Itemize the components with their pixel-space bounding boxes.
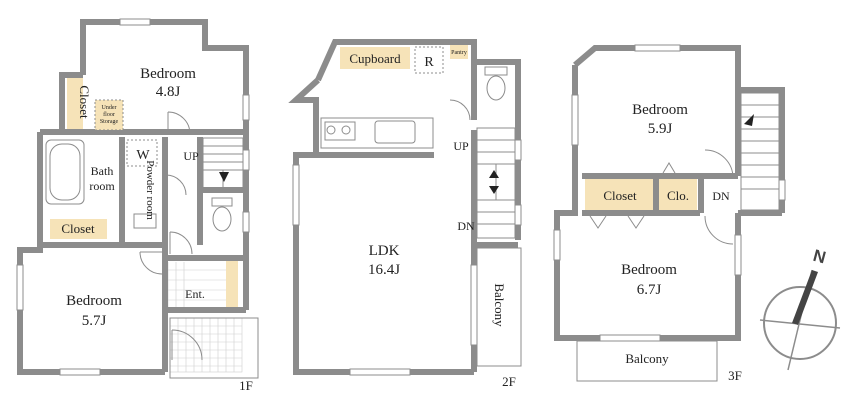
powder-room-label: Powder room: [144, 160, 156, 220]
ent-tiles-upper: [165, 262, 226, 310]
stair-arrow-icon: [219, 172, 229, 182]
sink-icon: [133, 213, 157, 229]
under-floor-line1: Under: [102, 105, 117, 111]
balcony-2f-label: Balcony: [492, 283, 507, 327]
dn-label-2f: DN: [457, 219, 475, 233]
door-2f-wc: [449, 99, 471, 121]
closet-3f-label: Closet: [603, 188, 637, 203]
stair-up-arrow-icon: [489, 170, 499, 178]
closet-1f-left-label: Closet: [77, 85, 92, 119]
bedroom-1f-top-size: 4.8J: [156, 84, 181, 100]
toilet-icon: [211, 197, 233, 232]
closet-left-fill: [67, 75, 83, 130]
bedroom-1f-bottom-name: Bedroom: [66, 293, 122, 309]
windows-2f: [292, 139, 522, 376]
walls-2f: [288, 39, 521, 375]
fridge-icon: [414, 46, 444, 74]
bedroom-3f-bottom-size: 6.7J: [637, 282, 662, 298]
stair-down-arrow-icon: [489, 186, 499, 194]
closet-3f-fill: [585, 179, 655, 211]
balcony-3f: [576, 340, 718, 382]
compass-circle: [763, 286, 837, 360]
balcony-3f-label: Balcony: [625, 351, 669, 366]
bedroom-3f-bottom-name: Bedroom: [621, 262, 677, 278]
walls-3f: [554, 45, 785, 341]
bedroom-1f-top-name: Bedroom: [140, 66, 196, 82]
bath-label-line2: room: [89, 179, 115, 193]
clo-3f-fill: [659, 179, 697, 211]
floor-label-3f: 3F: [728, 368, 742, 383]
bedroom-3f-top-name: Bedroom: [632, 102, 688, 118]
cupboard-label: Cupboard: [349, 51, 401, 66]
floor-3f: Bedroom 5.9J Closet Clo. DN Bedroom 6.7J…: [553, 44, 786, 383]
pantry-label: Pantry: [451, 50, 467, 56]
fridge-label: R: [424, 55, 434, 70]
stair-3f-arrow-icon: [744, 114, 754, 126]
bedroom-1f-bottom-size: 5.7J: [82, 313, 107, 329]
entrance-storage-fill: [226, 260, 238, 310]
ldk-name: LDK: [369, 243, 400, 259]
bedroom-3f-top-size: 5.9J: [648, 121, 673, 137]
entrance-tiles: [169, 317, 243, 373]
doors-3f: [589, 149, 734, 245]
compass: N: [759, 246, 841, 371]
pantry-fill: [450, 45, 468, 59]
floor-label-2f: 2F: [502, 374, 516, 389]
stairs-3f: [740, 92, 780, 211]
under-floor-line3: Storage: [100, 119, 119, 125]
up-label-1f: UP: [183, 149, 199, 163]
toilet-2f-icon: [484, 66, 508, 101]
bathtub-icon: [45, 139, 85, 205]
ldk-size: 16.4J: [368, 262, 400, 278]
compass-cross: [759, 319, 841, 329]
closet-bottom-fill: [50, 219, 107, 239]
up-label-2f: UP: [453, 139, 469, 153]
kitchen-counter: [320, 117, 434, 149]
clo-3f-label: Clo.: [667, 188, 689, 203]
stairs-2f: [476, 127, 516, 239]
stairs-1f: [202, 137, 244, 189]
porch: [169, 317, 259, 379]
balcony-2f: [476, 247, 522, 367]
washer-label: W: [136, 148, 150, 163]
entrance-label: Ent.: [185, 287, 205, 301]
doors-1f: [107, 111, 203, 361]
under-floor-line2: floor: [103, 111, 115, 118]
cupboard-fill: [340, 47, 410, 69]
dn-label-3f: DN: [712, 189, 730, 203]
under-floor-storage: [94, 99, 124, 131]
floor-2f: Cupboard R Pantry UP DN LDK 16.4J Balcon…: [288, 39, 522, 389]
windows-3f: [553, 44, 786, 342]
compass-north-label: N: [811, 246, 828, 268]
compass-needle-icon: [792, 270, 818, 325]
bath-label-line1: Bath: [91, 164, 114, 178]
closet-1f-bottom-label: Closet: [61, 221, 95, 236]
windows-1f: [16, 18, 250, 376]
floor-1f: Bedroom 4.8J Closet Under floor Storage …: [16, 18, 259, 393]
floor-label-1f: 1F: [239, 378, 253, 393]
